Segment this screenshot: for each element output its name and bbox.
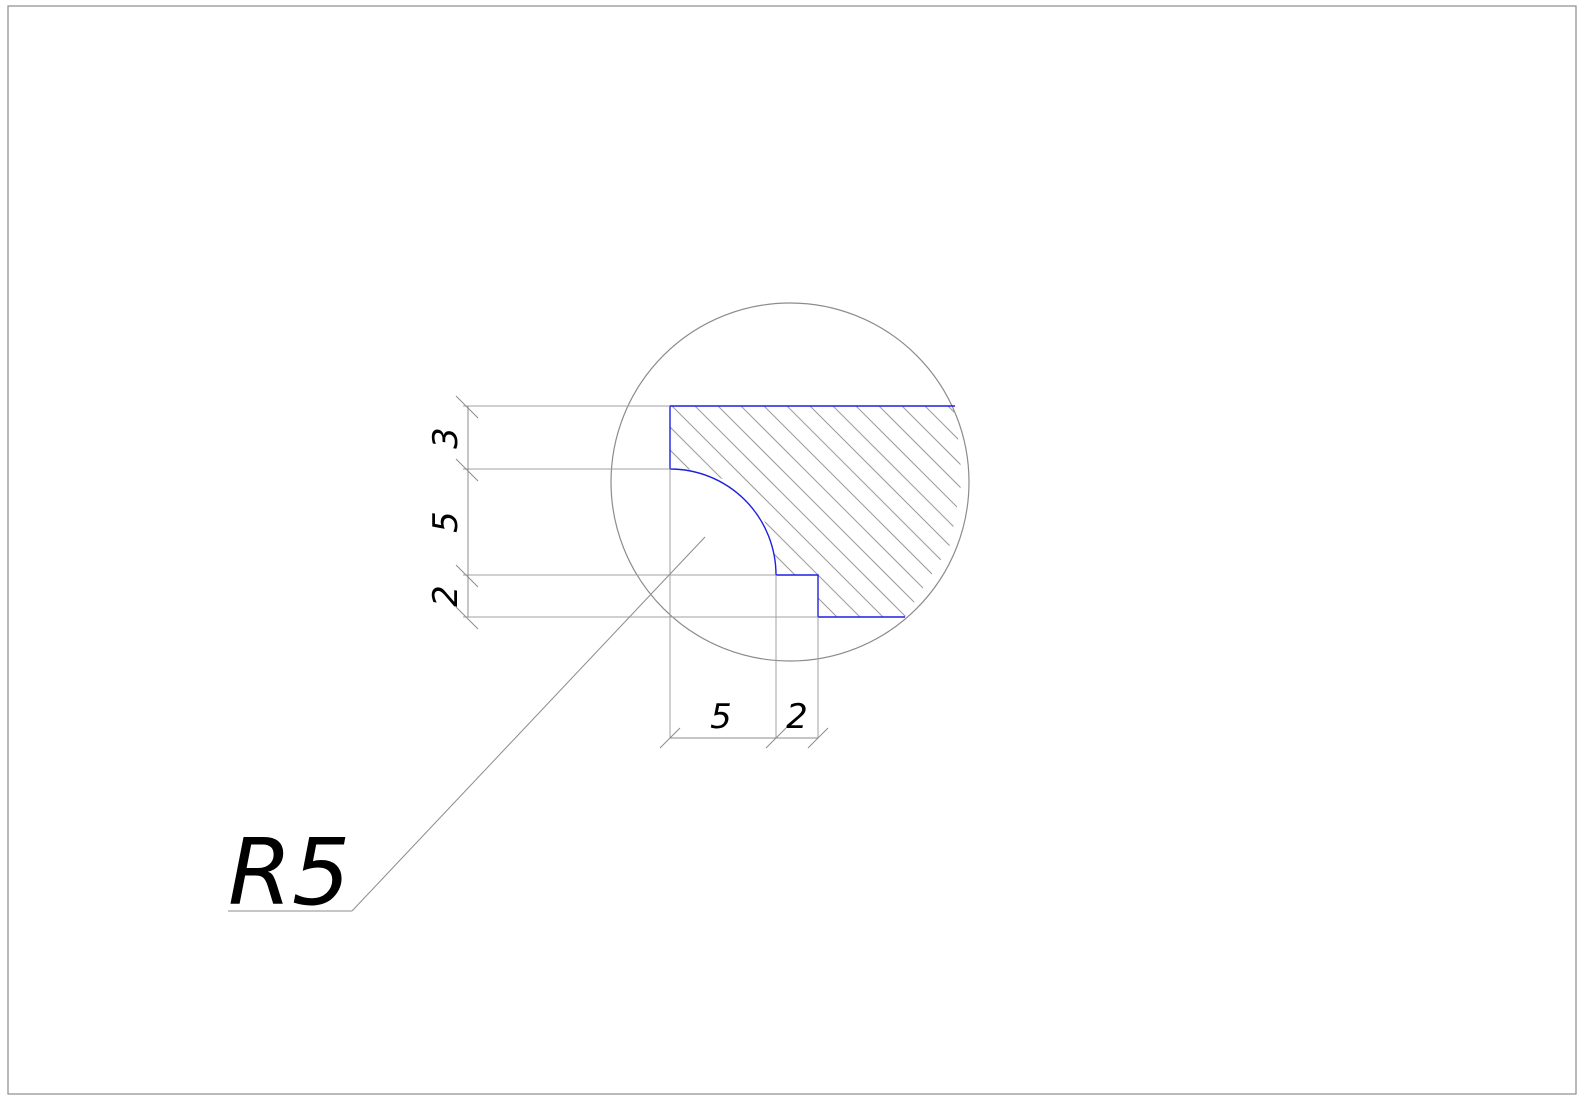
horizontal-dimension-line (659, 727, 829, 749)
radius-leader (228, 536, 706, 912)
detail-view-circle (610, 302, 970, 662)
dim-label-5-vertical: 5 (426, 511, 466, 533)
radius-callout-label: R5 (228, 819, 350, 926)
dim-label-2-horizontal: 2 (786, 697, 808, 737)
part-contour (669, 405, 955, 618)
dim-label-2-vertical: 2 (426, 585, 466, 607)
sheet-frame (7, 5, 1577, 1095)
extension-lines-horizontal-dims (669, 469, 819, 738)
extension-lines-vertical-dims (463, 405, 818, 618)
dim-label-3: 3 (426, 427, 466, 449)
section-hatching (670, 406, 962, 617)
vertical-dimension-line (455, 395, 479, 630)
dim-label-5-horizontal: 5 (710, 697, 732, 737)
